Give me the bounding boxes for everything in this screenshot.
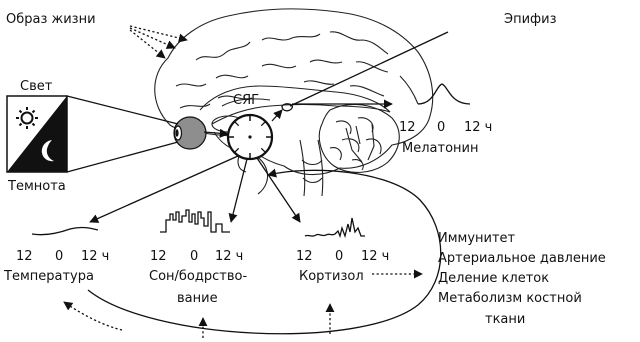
pineal-label: Эпифиз: [504, 12, 557, 27]
temperature-tick-start: 12: [16, 249, 33, 264]
cortisol-label: Кортизол: [299, 269, 364, 284]
effects-list: Иммунитет Артериальное давление Деление …: [438, 231, 606, 327]
sleep-wake-label-line2: вание: [177, 291, 218, 306]
sleep-wake-tick-mid: 0: [190, 249, 198, 264]
cortisol-curve: [305, 218, 365, 236]
cortisol-tick-mid: 0: [335, 249, 343, 264]
temperature-label: Температура: [3, 269, 94, 284]
clock-icon: [228, 115, 272, 159]
melatonin-tick-end: 12 ч: [464, 120, 492, 135]
eye-icon: [174, 117, 206, 149]
effect-item: Иммунитет: [438, 231, 516, 246]
melatonin-label: Мелатонин: [402, 141, 478, 156]
melatonin-tick-start: 12: [399, 120, 416, 135]
sleep-wake-tick-end: 12 ч: [215, 249, 243, 264]
brain-outline: [155, 9, 433, 196]
melatonin-curve: [418, 84, 470, 104]
melatonin-tick-mid: 0: [437, 120, 445, 135]
effect-item: Метаболизм костной: [438, 291, 582, 306]
effect-item: Деление клеток: [438, 271, 549, 286]
cortisol-tick-end: 12 ч: [361, 249, 389, 264]
sleep-wake-panel: 12 0 12 ч Сон/бодрство- вание: [149, 249, 247, 306]
temperature-tick-mid: 0: [55, 249, 63, 264]
effect-item: ткани: [485, 312, 525, 327]
light-dark-panel: [7, 96, 67, 172]
temperature-panel: 12 0 12 ч Температура: [3, 249, 109, 284]
effect-item: Артериальное давление: [438, 251, 606, 266]
lifestyle-label: Образ жизни: [6, 12, 96, 27]
sleep-wake-tick-start: 12: [150, 249, 167, 264]
cortisol-panel: 12 0 12 ч Кортизол: [296, 249, 389, 284]
connections: [64, 26, 448, 338]
cortisol-tick-start: 12: [296, 249, 313, 264]
light-label: Свет: [20, 79, 53, 94]
dark-label: Темнота: [7, 179, 66, 194]
temperature-curve: [32, 227, 98, 234]
sleep-wake-curve: [160, 210, 230, 232]
scn-label: СЯГ: [233, 93, 259, 108]
sleep-wake-label-line1: Сон/бодрство-: [149, 269, 247, 284]
temperature-tick-end: 12 ч: [81, 249, 109, 264]
